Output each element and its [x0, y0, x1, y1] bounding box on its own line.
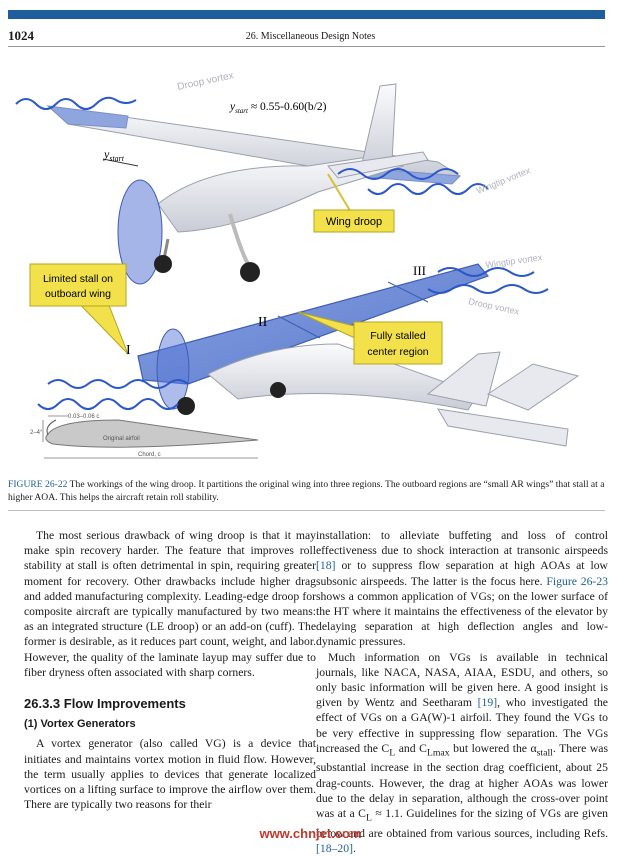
label-wingtip-vortex-mid: Wingtip vortex — [485, 252, 543, 270]
label-region-3: III — [413, 263, 426, 278]
label-wingtip-vortex-top: Wingtip vortex — [475, 165, 532, 196]
figure-caption: FIGURE 26-22 The workings of the wing dr… — [8, 478, 605, 504]
figure-label: FIGURE 26-22 — [8, 479, 68, 490]
right-paragraph-2: Much information on VGs is available in … — [316, 650, 609, 855]
label-fully-stalled-2: center region — [367, 346, 428, 358]
left-column: The most serious drawback of wing droop … — [24, 528, 316, 812]
running-title: 26. Miscellaneous Design Notes — [245, 31, 376, 42]
label-dim-chord-frac: 0.03–0.06 c — [68, 414, 99, 420]
wing-droop-figure: Droop vortex ystart ≈ 0.55-0.60(b/2) yst… — [15, 70, 580, 459]
label-dim-height: 2–4° — [30, 430, 43, 436]
label-wing-droop: Wing droop — [326, 216, 382, 228]
ref-link-18[interactable]: [18] — [316, 559, 336, 573]
callout-wing-droop — [313, 209, 395, 233]
top-aircraft — [15, 83, 489, 285]
header-rule — [8, 46, 605, 47]
ref-link-18-20[interactable]: [18–20] — [316, 841, 354, 855]
callout-fully-stalled — [353, 321, 443, 365]
left-paragraph-2: A vortex generator (also called VG) is a… — [24, 737, 316, 812]
label-region-2: II — [258, 315, 268, 330]
header-bar — [8, 10, 605, 19]
figure-caption-text: The workings of the wing droop. It parti… — [8, 479, 605, 503]
section-heading: 26.3.3 Flow Improvements — [24, 696, 186, 712]
label-ystart: ystart — [103, 147, 125, 163]
label-fully-stalled-1: Fully stalled — [370, 330, 426, 342]
label-region-1: I — [126, 343, 131, 358]
label-chord: Chord, c — [138, 452, 161, 458]
ref-link-19[interactable]: [19] — [477, 696, 498, 710]
label-droop-vortex-top: Droop vortex — [176, 70, 234, 93]
bottom-aircraft — [37, 263, 580, 447]
label-limited-stall-2: outboard wing — [45, 288, 111, 300]
watermark: www.chnjet.com — [259, 826, 362, 841]
right-column: installation: to alleviate buffeting and… — [316, 528, 608, 856]
label-original-airfoil: Original airfoil — [103, 436, 140, 442]
page-number: 1024 — [8, 28, 34, 43]
figure-link-26-23[interactable]: Figure 26-23 — [546, 574, 609, 588]
airfoil-inset: 0.03–0.06 c 2–4° Original airfoil Chord,… — [30, 414, 259, 459]
left-paragraph-1: The most serious drawback of wing droop … — [24, 529, 316, 679]
subsection-heading: (1) Vortex Generators — [24, 718, 136, 731]
caption-rule — [8, 510, 605, 511]
right-paragraph-1: installation: to alleviate buffeting and… — [316, 529, 609, 649]
label-ystart-equation: ystart ≈ 0.55-0.60(b/2) — [229, 101, 327, 115]
label-limited-stall-1: Limited stall on — [43, 273, 113, 285]
callout-limited-stall — [29, 263, 127, 307]
label-droop-vortex-mid: Droop vortex — [468, 296, 521, 317]
